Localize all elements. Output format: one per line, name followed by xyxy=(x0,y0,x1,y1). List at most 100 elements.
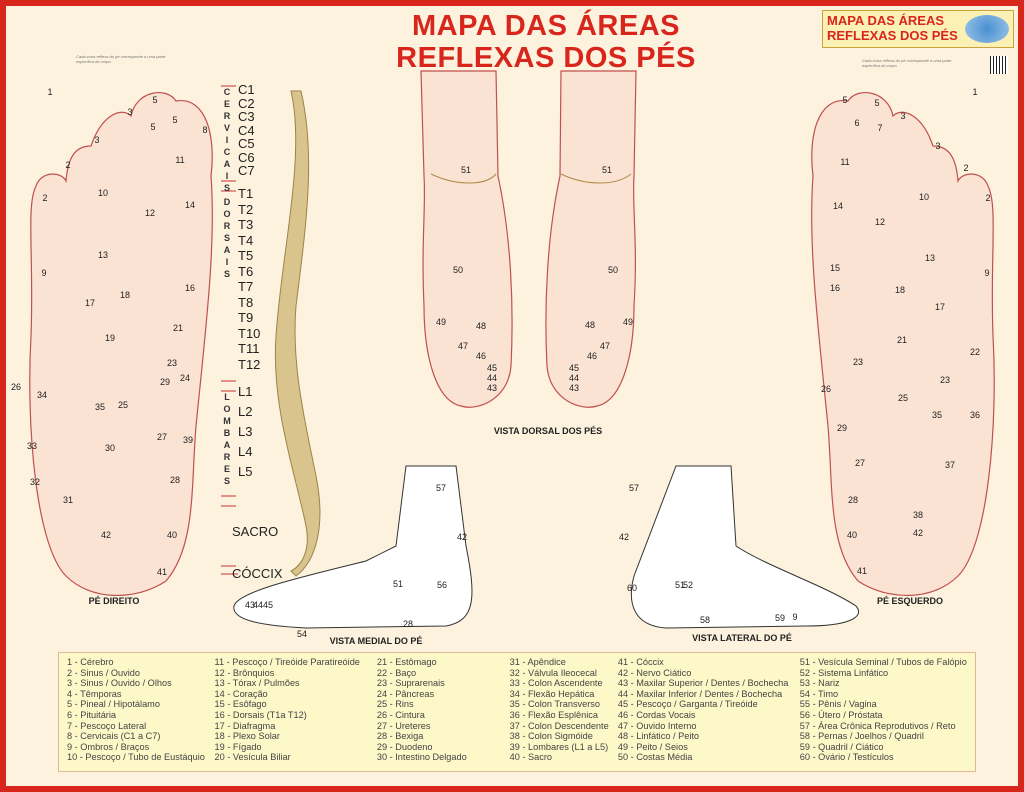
zone-number-left-sole: 27 xyxy=(854,458,866,468)
zone-number-left-sole: 2 xyxy=(963,163,969,173)
spine-illustration xyxy=(274,90,321,577)
barcode-icon xyxy=(990,56,1008,74)
zone-number-left-sole: 29 xyxy=(836,423,848,433)
zone-number-right-sole: 41 xyxy=(156,567,168,577)
zone-number-lateral: 58 xyxy=(699,615,711,625)
zone-number-dorsal: 43 xyxy=(568,383,580,393)
reflexology-poster: MAPA DAS ÁREAS REFLEXAS DOS PÉS MAPA DAS… xyxy=(6,6,1018,786)
vertebra-label: T9 xyxy=(238,310,254,325)
legend-item: 2 - Sinus / Ouvido xyxy=(67,667,141,678)
vertebra-label: C1 xyxy=(238,82,255,97)
ankle-line xyxy=(430,173,497,184)
vertebra-label: L2 xyxy=(238,404,253,419)
vertebra-label: L1 xyxy=(238,384,253,399)
legend-item: 45 - Pescoço / Garganta / Tireóide xyxy=(617,699,758,710)
legend-item: 29 - Duodeno xyxy=(376,741,433,752)
zone-number-left-sole: 12 xyxy=(874,217,886,227)
vertebra-label: T4 xyxy=(238,232,254,248)
zone-number-right-sole: 30 xyxy=(104,443,116,453)
vertebra-label: C4 xyxy=(238,122,255,138)
caption-left-foot: PÉ ESQUERDO xyxy=(876,596,944,606)
caption-dorsal: VISTA DORSAL DOS PÉS xyxy=(493,426,603,436)
zone-number-left-sole: 23 xyxy=(939,375,951,385)
zone-number-left-sole: 9 xyxy=(984,268,990,278)
zone-number-left-sole: 17 xyxy=(934,302,946,312)
coccix-label: CÓCCIX xyxy=(232,566,283,581)
brand-line1: MAPA DAS ÁREAS xyxy=(827,13,945,28)
vertebra-label: T6 xyxy=(238,263,254,279)
vertebra-label: T12 xyxy=(238,356,261,372)
brand-box: MAPA DAS ÁREAS REFLEXAS DOS PÉS xyxy=(822,10,1014,48)
vertebra-label: C5 xyxy=(238,136,255,151)
vertebra-label: L5 xyxy=(238,464,253,479)
foot-illustrations xyxy=(29,70,995,629)
legend-item: 55 - Pênis / Vagina xyxy=(799,699,877,710)
zone-number-dorsal: 51 xyxy=(601,165,613,175)
zone-number-right-sole: 42 xyxy=(100,530,112,540)
zone-number-dorsal: 51 xyxy=(460,165,472,175)
legend-item: 3 - Sinus / Ouvido / Olhos xyxy=(67,678,172,689)
legend-item: 36 - Flexão Esplênica xyxy=(509,709,598,720)
legend-item: 49 - Peito / Seios xyxy=(617,741,688,752)
legend-item: 16 - Dorsais (T1a T12) xyxy=(214,709,307,720)
zone-number-left-sole: 13 xyxy=(924,253,936,263)
legend-item: 56 - Útero / Próstata xyxy=(799,709,883,720)
legend-item: 59 - Quadril / Ciático xyxy=(799,741,884,752)
zone-number-right-sole: 23 xyxy=(166,358,178,368)
zone-number-left-sole: 3 xyxy=(935,141,941,151)
legend-item: 21 - Estômago xyxy=(376,657,437,667)
legend-item: 50 - Costas Média xyxy=(617,752,693,763)
zone-number-right-sole: 2 xyxy=(42,193,48,203)
zone-number-medial: 42 xyxy=(456,532,468,542)
zone-number-right-sole: 29 xyxy=(159,377,171,387)
legend-item: 23 - Suprarenais xyxy=(376,678,445,689)
legend-item: 30 - Intestino Delgado xyxy=(376,752,467,763)
zone-number-right-sole: 40 xyxy=(166,530,178,540)
zone-number-dorsal: 45 xyxy=(568,363,580,373)
zone-number-right-sole: 26 xyxy=(10,382,22,392)
legend-item: 42 - Nervo Ciático xyxy=(617,667,692,678)
brand-line2: REFLEXAS DOS PÉS xyxy=(827,28,958,43)
zone-number-right-sole: 5 xyxy=(172,115,178,125)
zone-number-dorsal: 46 xyxy=(475,351,487,361)
zone-number-right-sole: 31 xyxy=(62,495,74,505)
caption-medial: VISTA MEDIAL DO PÉ xyxy=(329,636,423,646)
zone-number-right-sole: 2 xyxy=(65,160,71,170)
legend-item: 11 - Pescoço / Tireóide Paratireóide xyxy=(214,657,360,667)
legend-item: 58 - Pernas / Joelhos / Quadril xyxy=(799,731,924,742)
zone-number-right-sole: 32 xyxy=(29,477,41,487)
legend-item: 7 - Pescoço Lateral xyxy=(67,720,147,731)
zone-number-right-sole: 19 xyxy=(104,333,116,343)
legend-item: 12 - Brônquios xyxy=(214,667,275,678)
zone-number-left-sole: 41 xyxy=(856,566,868,576)
zone-number-right-sole: 14 xyxy=(184,200,196,210)
zone-number-right-sole: 1 xyxy=(47,87,53,97)
legend-item: 48 - Linfático / Peito xyxy=(617,731,700,742)
zone-number-lateral: 60 xyxy=(626,583,638,593)
zone-number-right-sole: 24 xyxy=(179,373,191,383)
zone-number-left-sole: 23 xyxy=(852,357,864,367)
legend-item: 28 - Bexiga xyxy=(376,731,424,742)
vertebra-label: T7 xyxy=(238,279,254,294)
zone-number-dorsal: 43 xyxy=(486,383,498,393)
legend-item: 60 - Ovário / Testículos xyxy=(799,752,894,763)
zone-number-right-sole: 34 xyxy=(36,390,48,400)
legend-item: 24 - Pâncreas xyxy=(376,688,435,699)
legend-item: 27 - Ureteres xyxy=(376,720,431,731)
legend-item: 37 - Colon Descendente xyxy=(509,720,609,731)
zone-number-right-sole: 25 xyxy=(117,400,129,410)
note-left: Cada zona reflexa do pé corresponde a um… xyxy=(76,54,166,64)
dorsal-right-foot xyxy=(420,70,513,408)
legend-item: 31 - Apêndice xyxy=(509,657,566,667)
zone-number-left-sole: 5 xyxy=(874,98,880,108)
legend-item: 25 - Rins xyxy=(376,699,414,710)
legend-item: 35 - Colon Transverso xyxy=(509,699,601,710)
zone-number-right-sole: 13 xyxy=(97,250,109,260)
legend-item: 41 - Cóccix xyxy=(617,657,664,667)
vertebra-label: C7 xyxy=(238,163,255,178)
legend-item: 26 - Cintura xyxy=(376,709,425,720)
zone-number-lateral: 42 xyxy=(618,532,630,542)
vertebra-label: L4 xyxy=(238,444,253,459)
